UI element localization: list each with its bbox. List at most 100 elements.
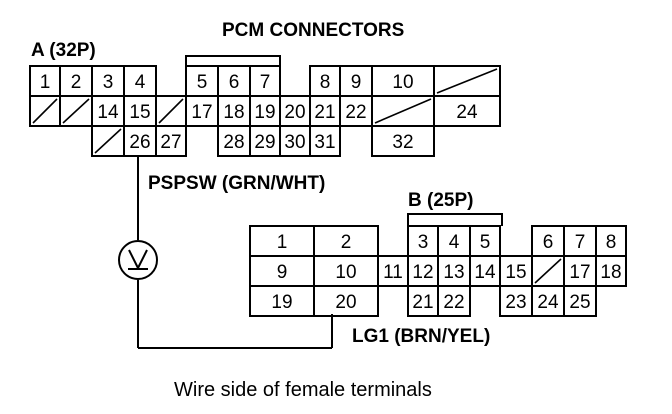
- pin-number: 1: [277, 232, 288, 253]
- connector-a-cell-15: 15: [123, 95, 157, 127]
- cell-box: [531, 285, 565, 317]
- connector-b-cell-8: 8: [595, 225, 627, 257]
- connector-a-cell-9: 9: [339, 65, 373, 97]
- connector-a-cell-blank: [433, 65, 501, 97]
- cell-box: [155, 125, 187, 157]
- connector-a-cell-3: 3: [91, 65, 125, 97]
- connector-b-label: B (25P): [408, 190, 473, 211]
- connector-a-cell-22: 22: [339, 95, 373, 127]
- cell-box: [249, 125, 281, 157]
- diagram-caption: Wire side of female terminals: [174, 379, 432, 401]
- connector-a-label: A (32P): [31, 40, 96, 61]
- pin-number: 28: [223, 132, 244, 153]
- pin-number: 3: [418, 232, 429, 253]
- pin-number: 23: [505, 292, 526, 313]
- pin-number: 2: [71, 72, 82, 93]
- pin-number: 9: [277, 262, 288, 283]
- blank-slash: [374, 98, 432, 124]
- connector-a-cell-6: 6: [217, 65, 251, 97]
- cell-box: [437, 255, 471, 287]
- connector-b-cell-20: 20: [313, 285, 379, 317]
- cell-box: [123, 125, 157, 157]
- connector-b-cell-blank: [531, 255, 565, 287]
- pin-number: 20: [335, 292, 356, 313]
- pin-number: 30: [284, 132, 305, 153]
- pin-number: 24: [456, 102, 478, 123]
- connector-b-cell-11: 11: [377, 255, 409, 287]
- connector-a-cell-21: 21: [309, 95, 341, 127]
- pin-number: 17: [191, 102, 212, 123]
- cell-box: [563, 285, 597, 317]
- connector-b-cell-25: 25: [563, 285, 597, 317]
- blank-slash: [436, 68, 498, 94]
- pin-number: 29: [254, 132, 275, 153]
- connector-a-cell-27: 27: [155, 125, 187, 157]
- cell-box: [371, 65, 435, 97]
- connector-a-cell-26: 26: [123, 125, 157, 157]
- connector-b-cell-21: 21: [407, 285, 439, 317]
- cell-box: [437, 225, 471, 257]
- cell-box: [217, 125, 251, 157]
- voltmeter-symbol: V: [138, 259, 139, 261]
- pin-number: 14: [474, 262, 496, 283]
- pin-number: 9: [351, 72, 362, 93]
- cell-box: [339, 95, 373, 127]
- connector-a-cell-blank: [91, 125, 125, 157]
- cell-box: [309, 65, 341, 97]
- cell-box: [469, 225, 501, 257]
- cell-box: [313, 285, 379, 317]
- pin-number: 19: [254, 102, 275, 123]
- connector-b-cell-13: 13: [437, 255, 471, 287]
- connector-a-cell-blank: [371, 95, 435, 127]
- connector-b-cell-23: 23: [499, 285, 533, 317]
- blank-slash: [32, 98, 58, 124]
- connector-a-cell-24: 24: [433, 95, 501, 127]
- connector-b-cell-19: 19: [249, 285, 315, 317]
- connector-b-cell-7: 7: [563, 225, 597, 257]
- pin-number: 18: [223, 102, 244, 123]
- pin-number: 31: [314, 132, 335, 153]
- pin-number: 10: [335, 262, 356, 283]
- cell-box: [531, 225, 565, 257]
- pin-number: 10: [392, 72, 413, 93]
- cell-box: [309, 125, 341, 157]
- connector-a-cell-17: 17: [185, 95, 219, 127]
- connector-a-cell-5: 5: [185, 65, 219, 97]
- pin-number: 7: [575, 232, 586, 253]
- connector-a-cell-19: 19: [249, 95, 281, 127]
- connector-a-cell-blank: [155, 95, 187, 127]
- connector-a-cell-28: 28: [217, 125, 251, 157]
- pin-number: 18: [600, 262, 621, 283]
- connector-a-cell-20: 20: [279, 95, 311, 127]
- connector-a-cell-blank: [59, 95, 93, 127]
- connector-a-cell-30: 30: [279, 125, 311, 157]
- pin-number: 26: [129, 132, 150, 153]
- pin-number: 17: [569, 262, 590, 283]
- connector-a-key: [185, 55, 281, 66]
- blank-slash: [158, 98, 184, 124]
- pin-number: 27: [160, 132, 181, 153]
- connector-a-cell-14: 14: [91, 95, 125, 127]
- cell-box: [437, 285, 471, 317]
- wire-label-pspsw: PSPSW (GRN/WHT): [148, 173, 325, 194]
- connector-b-cell-12: 12: [407, 255, 439, 287]
- pin-number: 3: [103, 72, 114, 93]
- pin-number: 4: [135, 72, 146, 93]
- connector-a-cell-blank: [29, 95, 61, 127]
- connector-b-key: [407, 213, 503, 226]
- pin-number: 21: [314, 102, 335, 123]
- pin-number: 11: [383, 262, 403, 283]
- connector-b-cell-17: 17: [563, 255, 597, 287]
- pin-number: 20: [284, 102, 305, 123]
- pin-number: 12: [412, 262, 433, 283]
- connector-b-cell-14: 14: [469, 255, 501, 287]
- connector-a-cell-2: 2: [59, 65, 93, 97]
- cell-box: [371, 125, 435, 157]
- connector-b-cell-6: 6: [531, 225, 565, 257]
- pin-number: 6: [229, 72, 240, 93]
- pin-number: 22: [345, 102, 366, 123]
- connector-b-cell-2: 2: [313, 225, 379, 257]
- blank-slash: [62, 98, 90, 124]
- cell-box: [279, 95, 311, 127]
